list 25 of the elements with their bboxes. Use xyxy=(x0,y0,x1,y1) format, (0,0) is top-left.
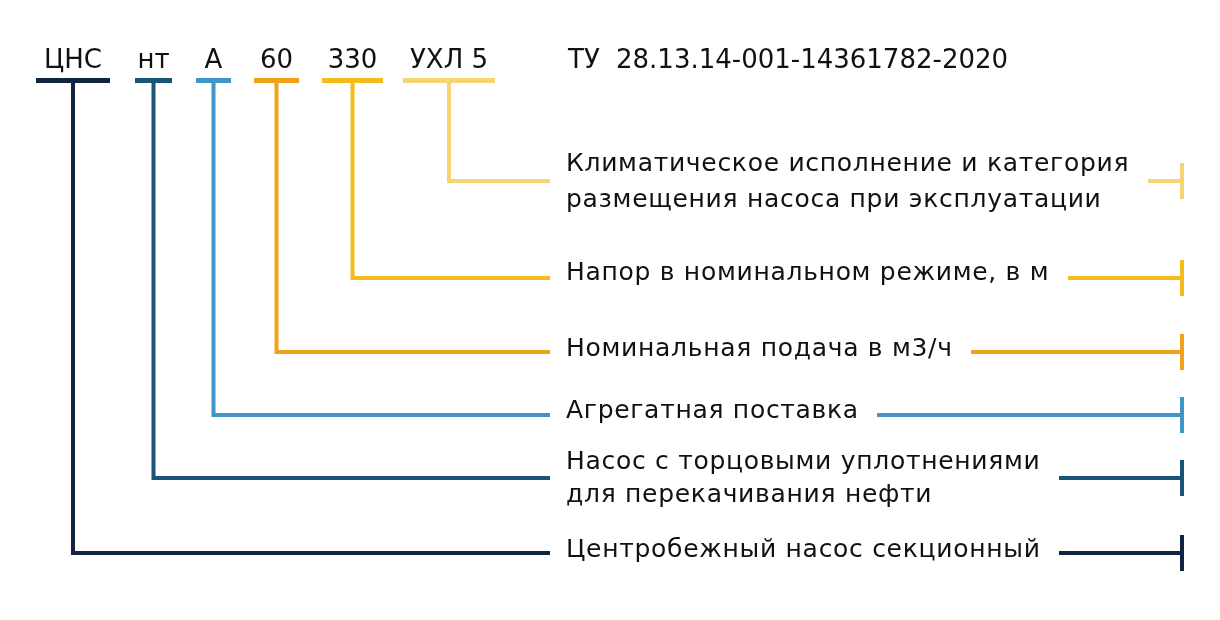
code-part-label: А xyxy=(196,40,231,83)
code-part-label: ЦНС xyxy=(36,40,110,83)
end-stop-line xyxy=(1148,163,1184,199)
description-text: Напор в номинальном режиме, в м xyxy=(550,254,1068,290)
description-text: Центробежный насос секционный xyxy=(550,531,1059,567)
leader-line xyxy=(274,83,550,354)
end-stop-line xyxy=(877,397,1184,433)
description-text: Агрегатная поставка xyxy=(550,392,877,428)
code-part-label: 60 xyxy=(254,40,299,83)
end-stop-line xyxy=(1068,260,1184,296)
description-text: Насос с торцовыми уплотнениями для перекачивания нефти xyxy=(550,444,1059,510)
code-part-label: УХЛ 5 xyxy=(403,40,495,83)
leader-line xyxy=(211,83,550,417)
description-text: Климатическое исполнение и категория размещения насоса при эксплуатации xyxy=(550,145,1148,217)
leader-line xyxy=(151,83,550,480)
description-text: Номинальная подача в м3/ч xyxy=(550,330,971,366)
end-stop-line xyxy=(1059,535,1184,571)
spec-reference-text: ТУ 28.13.14-001-14361782-2020 xyxy=(568,43,1009,76)
end-stop-line xyxy=(971,334,1184,370)
end-stop-line xyxy=(1059,460,1184,496)
code-part-label: 330 xyxy=(322,40,383,83)
leader-line xyxy=(71,83,550,555)
code-part-label: нт xyxy=(135,40,172,83)
leader-line xyxy=(447,83,550,183)
leader-line xyxy=(350,83,550,280)
